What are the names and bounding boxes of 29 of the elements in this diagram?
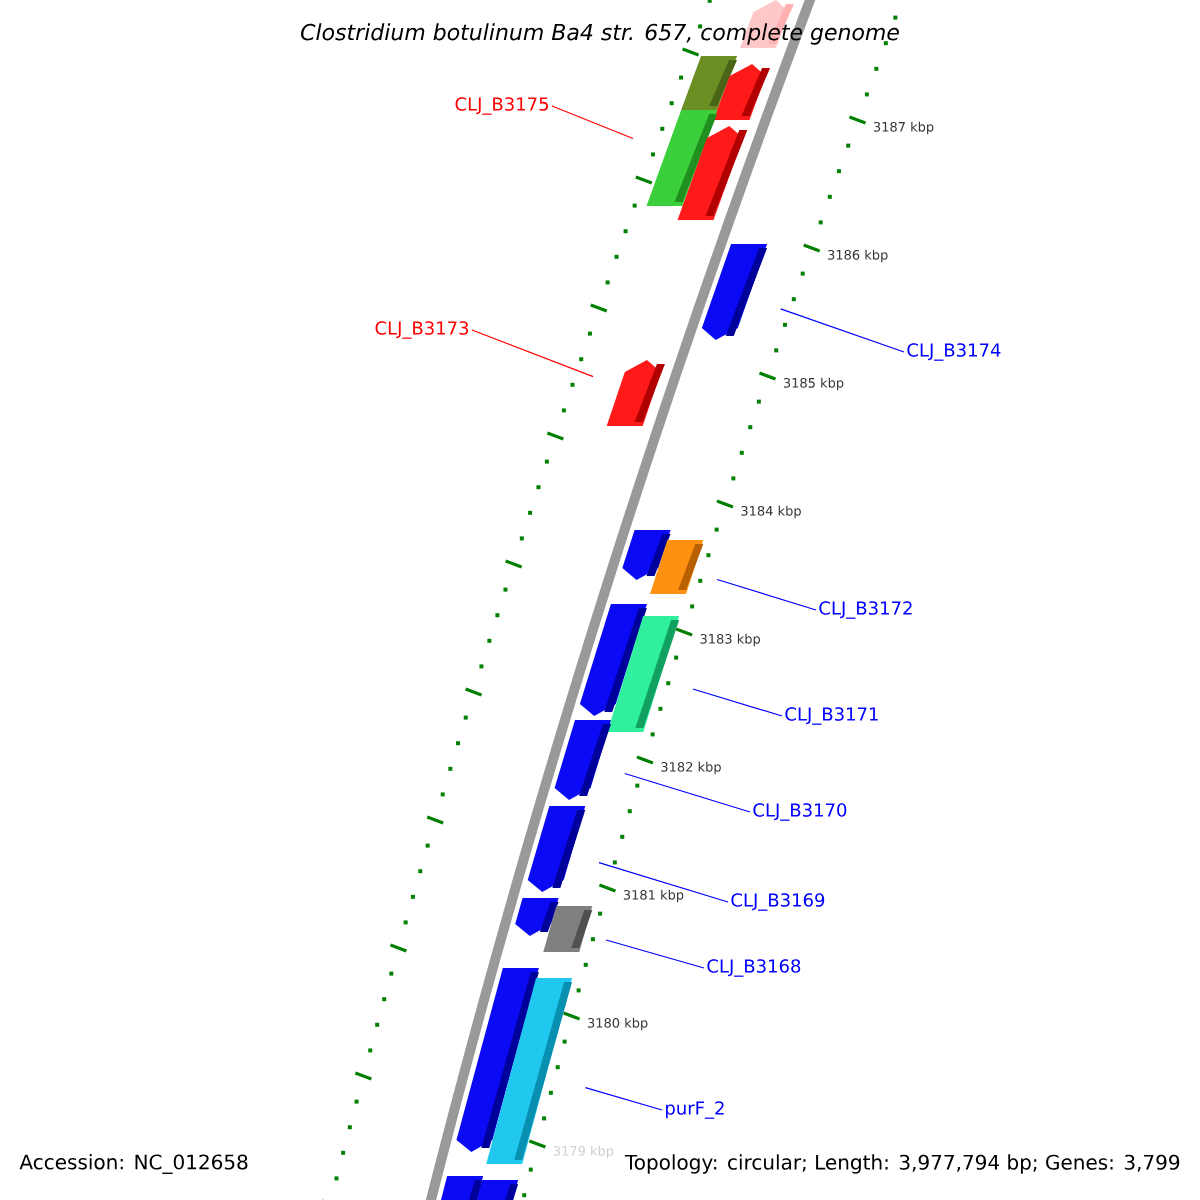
leader-line [624,772,751,813]
gene-label: CLJ_B3174 [907,343,1001,361]
gene-block [677,126,748,220]
gene-label: CLJ_B3172 [819,601,912,619]
leader-line [605,939,705,969]
gene-label: CLJ_B3169 [731,893,825,911]
gene-label: CLJ_B3168 [707,959,801,977]
gene-block [606,360,665,426]
gene-block [554,720,611,800]
leader-line [551,105,634,140]
title: Clostridium botulinum Ba4 str. 657, complete genome [301,23,899,45]
accession-text: Accession: NC_012658 [19,1154,248,1174]
leader-line [584,1087,663,1111]
gene-block [701,244,768,340]
gene-block [543,906,593,952]
leader-line [692,688,783,717]
gene-block [650,540,704,594]
gene-label: CLJ_B3173 [375,321,469,339]
genome-info-text: Topology: circular; Length: 3,977,794 bp; Genes: 3,799 [624,1154,1180,1174]
gene-label: CLJ_B3170 [753,803,847,821]
gene-label: CLJ_B3171 [785,707,878,725]
leader-line [716,578,817,611]
gene-label: CLJ_B3175 [455,97,548,115]
gene-block [607,616,680,732]
leader-line [598,861,729,903]
leader-line [780,308,905,353]
gene-block [713,64,771,120]
gene-block [527,806,586,892]
gene-label: purF_2 [666,1101,724,1119]
